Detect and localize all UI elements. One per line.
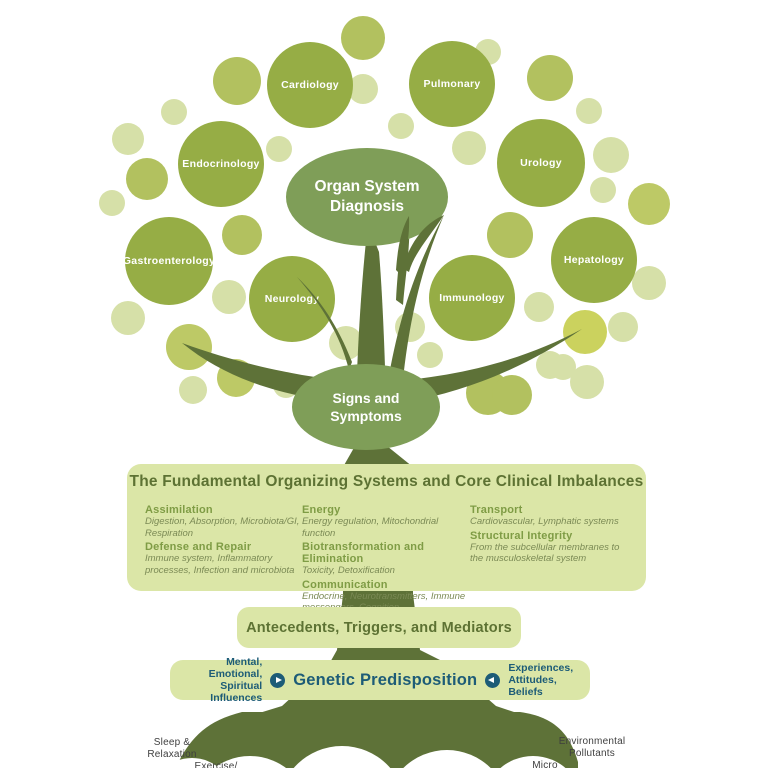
entry-detail: Digestion, Absorption, Microbiota/GI, Re… (145, 516, 300, 539)
signs-and-symptoms-ellipse: Signs and Symptoms (292, 364, 440, 450)
entry-detail: Immune system, Inflammatory processes, I… (145, 553, 295, 576)
antecedents-bar: Antecedents, Triggers, and Mediators (237, 607, 521, 648)
leaf-circle (348, 74, 378, 104)
arrow-left-icon (485, 672, 501, 688)
entry-heading: Biotransformation and Elimination (302, 541, 425, 566)
leaf-circle (111, 301, 145, 335)
branch-upper-left-small (297, 277, 352, 370)
leaf-circle (99, 190, 125, 216)
arrow-right-icon (270, 672, 286, 688)
leaf-circle (487, 212, 533, 258)
entry-detail: Energy regulation, Mitochondrial functio… (302, 516, 439, 539)
leaf-circle (212, 280, 246, 314)
leaf-circle (213, 57, 261, 105)
leaf-circle (608, 312, 638, 342)
leaf-circle (590, 177, 616, 203)
entry-heading: Energy (302, 504, 341, 516)
genetic-predisposition-label: Genetic Predisposition (293, 670, 478, 689)
leaf-circle (417, 342, 443, 368)
fundamentals-column-1: Assimilation Digestion, Absorption, Micr… (145, 502, 303, 578)
leaf-circle (628, 183, 670, 225)
leaf-circle (126, 158, 168, 200)
genetic-predisposition-bar: Mental, Emotional, Spiritual Influences … (170, 656, 590, 704)
organ-circle-pulmonary: Pulmonary (409, 41, 495, 127)
leaf-circle (161, 99, 187, 125)
leaf-circle (632, 266, 666, 300)
organ-circle-hepatology: Hepatology (551, 217, 637, 303)
organ-circle-cardiology: Cardiology (267, 42, 353, 128)
mental-emotional-spiritual-label: Mental, Emotional, Spiritual Influences (208, 655, 263, 705)
leaf-circle (341, 16, 385, 60)
leaf-circle (576, 98, 602, 124)
entry-detail: From the subcellular membranes to the mu… (470, 541, 620, 565)
leaf-circle (524, 292, 554, 322)
entry-heading: Defense and Repair (145, 541, 252, 554)
root-label-environmental-pollutants: Environmental Pollutants (558, 736, 626, 759)
organ-system-diagnosis-ellipse: Organ System Diagnosis (286, 148, 448, 246)
organ-circle-endocrinology: Endocrinology (178, 121, 264, 207)
leaf-circle (593, 137, 629, 173)
leaf-circle (266, 136, 292, 162)
experiences-attitudes-label: Experiences, Attitudes, Beliefs (508, 661, 574, 699)
fundamentals-column-2: Energy Energy regulation, Mitochondrial … (302, 502, 474, 616)
leaf-circle (112, 123, 144, 155)
entry-heading: Communication (302, 578, 388, 591)
entry-heading: Structural Integrity (470, 529, 573, 542)
root-label-exercise: Exercise/ (194, 761, 238, 768)
organ-circle-immunology: Immunology (429, 255, 515, 341)
fundamentals-box: The Fundamental Organizing Systems and C… (127, 464, 646, 613)
fundamentals-title: The Fundamental Organizing Systems and C… (129, 473, 644, 490)
leaf-circle (550, 354, 576, 380)
leaf-circle (222, 215, 262, 255)
entry-detail: Cardiovascular, Lymphatic systems (470, 516, 619, 527)
fundamentals-column-3: Transport Cardiovascular, Lymphatic syst… (470, 502, 632, 567)
leaf-circle (527, 55, 573, 101)
leaf-circle (388, 113, 414, 139)
root-label-micro: Micro (532, 760, 558, 768)
entry-detail: Toxicity, Detoxification (302, 565, 395, 577)
organ-circle-neurology: Neurology (249, 256, 335, 342)
leaf-circle (452, 131, 486, 165)
leaf-circle (179, 376, 207, 404)
entry-heading: Assimilation (145, 504, 213, 516)
organ-circle-gastroenterology: Gastroenterology (123, 217, 215, 305)
leaf-circle (563, 310, 607, 354)
leaf-circle (570, 365, 604, 399)
organ-circle-urology: Urology (497, 119, 585, 207)
entry-heading: Transport (470, 504, 523, 516)
leaf-circle (492, 375, 532, 415)
root-label-sleep-relaxation: Sleep & Relaxation (147, 737, 197, 760)
